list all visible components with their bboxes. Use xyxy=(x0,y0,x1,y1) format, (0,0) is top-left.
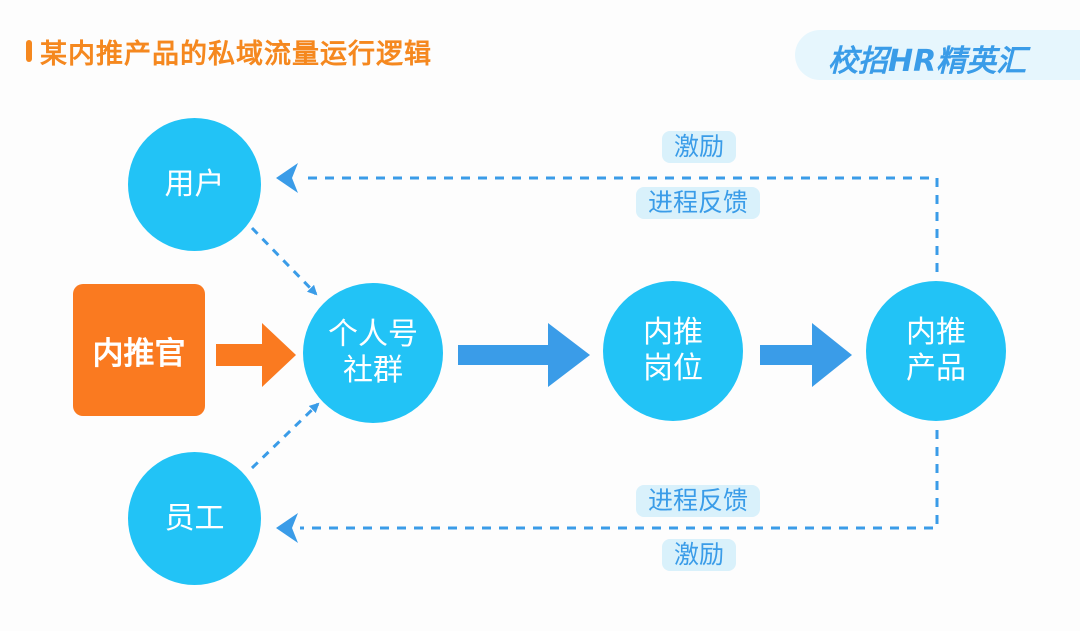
node-user: 用户 xyxy=(128,118,261,251)
node-employee-label: 员工 xyxy=(164,500,225,536)
page-title: 某内推产品的私域流量运行逻辑 xyxy=(26,33,432,70)
bottom-loop-arrowhead xyxy=(276,513,298,543)
bottom-loop-label-incentive: 激励 xyxy=(662,539,737,571)
brand-badge-bg xyxy=(795,30,1080,80)
node-referrer-label: 内推官 xyxy=(92,335,186,372)
node-referrer: 内推官 xyxy=(73,284,205,416)
top-loop-label-progress: 进程反馈 xyxy=(636,187,761,219)
node-post-line1: 内推 xyxy=(643,315,703,350)
top-loop-dashed-line xyxy=(300,176,939,272)
bottom-loop-dashed-line xyxy=(300,430,939,530)
node-product-line2: 产品 xyxy=(906,351,966,386)
node-post-line2: 岗位 xyxy=(643,351,703,386)
top-loop-arrowhead xyxy=(276,163,298,193)
node-employee: 员工 xyxy=(128,452,261,585)
node-personal-group: 个人号 社群 xyxy=(303,283,443,423)
node-referral-post: 内推 岗位 xyxy=(603,281,743,421)
bottom-loop-label-progress: 进程反馈 xyxy=(636,485,761,517)
group-to-post-arrow xyxy=(458,323,590,387)
post-to-product-arrow xyxy=(760,323,852,387)
node-group-line1: 个人号 xyxy=(328,317,418,352)
title-accent-bar xyxy=(26,40,32,62)
node-group-line2: 社群 xyxy=(343,353,403,388)
user-to-group-dashed-arrow xyxy=(250,226,318,296)
node-user-label: 用户 xyxy=(164,166,225,202)
node-product-line1: 内推 xyxy=(906,315,966,350)
brand-badge: 校招HR精英汇 xyxy=(828,44,1027,79)
title-text: 某内推产品的私域流量运行逻辑 xyxy=(40,38,432,70)
top-loop-label-incentive: 激励 xyxy=(662,131,737,163)
employee-to-group-dashed-arrow xyxy=(250,402,320,470)
referrer-to-group-arrow xyxy=(216,323,296,387)
node-referral-product: 内推 产品 xyxy=(866,281,1006,421)
